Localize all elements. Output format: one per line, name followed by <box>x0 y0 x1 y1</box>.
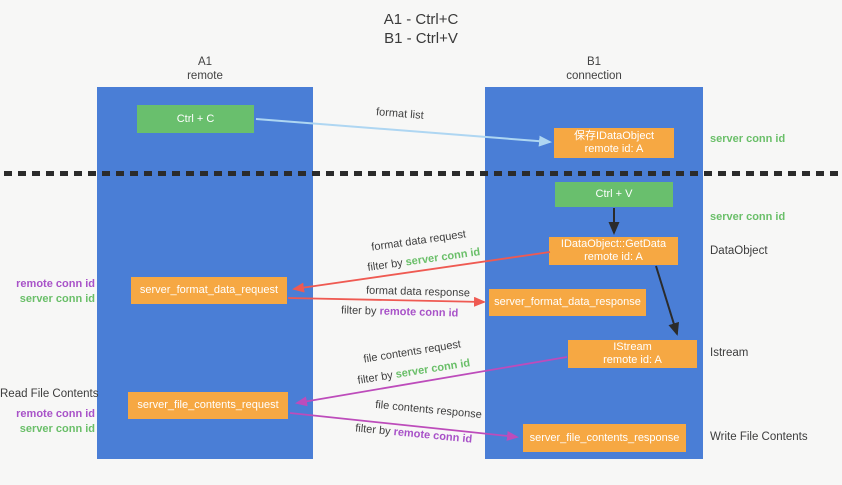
node-server-file-contents-request: server_file_contents_request <box>128 392 288 419</box>
diagram-title: A1 - Ctrl+C B1 - Ctrl+V <box>0 10 842 48</box>
node-file-resp-label: server_file_contents_response <box>529 431 680 444</box>
filter-by-text: filter by <box>356 368 397 387</box>
node-idataobject-getdata: IDataObject::GetData remote id: A <box>549 237 678 265</box>
filter-by-text: filter by <box>340 304 380 318</box>
remote-conn-id-text: remote conn id <box>393 426 473 446</box>
title-line-2: B1 - Ctrl+V <box>384 30 458 47</box>
label-format-list: format list <box>375 106 425 122</box>
server-conn-id-label: server conn id <box>19 293 95 305</box>
server-conn-id-label-top: server conn id <box>710 133 786 145</box>
node-server-format-data-request: server_format_data_request <box>131 277 287 304</box>
dotted-divider-line <box>4 171 838 176</box>
node-save-line2: remote id: A <box>584 143 644 155</box>
node-server-format-data-response: server_format_data_response <box>489 289 646 316</box>
write-file-contents-label: Write File Contents <box>710 431 808 443</box>
label-file-contents-response: file contents response <box>374 398 483 422</box>
node-ctrl-c: Ctrl + C <box>137 105 254 133</box>
node-getdata-line2: remote id: A <box>584 251 643 263</box>
read-file-contents-label: Read File Contents <box>0 388 99 400</box>
node-server-file-contents-response: server_file_contents_response <box>523 424 686 452</box>
server-conn-id-label-mid: server conn id <box>710 211 786 223</box>
node-getdata-line1: IDataObject::GetData <box>560 238 667 250</box>
node-file-req-label: server_file_contents_request <box>137 399 279 411</box>
dataobject-label: DataObject <box>710 245 768 257</box>
remote-conn-id-text: remote conn id <box>379 305 459 320</box>
node-istream-line2: remote id: A <box>603 354 662 366</box>
left-labels-file: Read File Contents remote conn id server… <box>0 387 99 437</box>
label-format-data-response: format data response <box>365 284 471 300</box>
node-istream-line1: IStream <box>613 341 652 353</box>
lane-a1-subtitle: remote <box>187 70 223 82</box>
node-save-idataobject: 保存IDataObject remote id: A <box>554 128 674 158</box>
server-conn-id-text: server conn id <box>394 357 471 381</box>
label-filter-by-remote-2: filter by remote conn id <box>355 422 473 445</box>
remote-conn-id-label: remote conn id <box>16 408 95 420</box>
label-filter-by-remote-1: filter by remote conn id <box>341 304 459 319</box>
istream-label: Istream <box>710 347 749 359</box>
title-line-1: A1 - Ctrl+C <box>383 11 459 28</box>
lane-header-a1: A1 remote <box>97 55 313 83</box>
node-fmt-req-label: server_format_data_request <box>139 284 279 296</box>
lane-b1-subtitle: connection <box>566 70 622 82</box>
node-istream: IStream remote id: A <box>568 340 697 368</box>
node-ctrl-v-label: Ctrl + V <box>595 188 633 200</box>
node-ctrl-v: Ctrl + V <box>555 182 673 207</box>
lane-a1-title: A1 <box>197 56 213 68</box>
lane-b1-title: B1 <box>586 56 602 68</box>
server-conn-id-label: server conn id <box>19 423 95 435</box>
filter-by-text: filter by <box>366 256 407 274</box>
lane-header-b1: B1 connection <box>485 55 703 83</box>
node-save-line1: 保存IDataObject <box>573 130 655 142</box>
remote-conn-id-label: remote conn id <box>16 278 95 290</box>
server-conn-id-text: server conn id <box>404 246 482 269</box>
left-labels-format: remote conn id server conn id <box>0 277 95 307</box>
filter-by-text: filter by <box>354 422 395 439</box>
node-ctrl-c-label: Ctrl + C <box>176 112 215 125</box>
node-fmt-resp-label: server_format_data_response <box>494 296 641 308</box>
